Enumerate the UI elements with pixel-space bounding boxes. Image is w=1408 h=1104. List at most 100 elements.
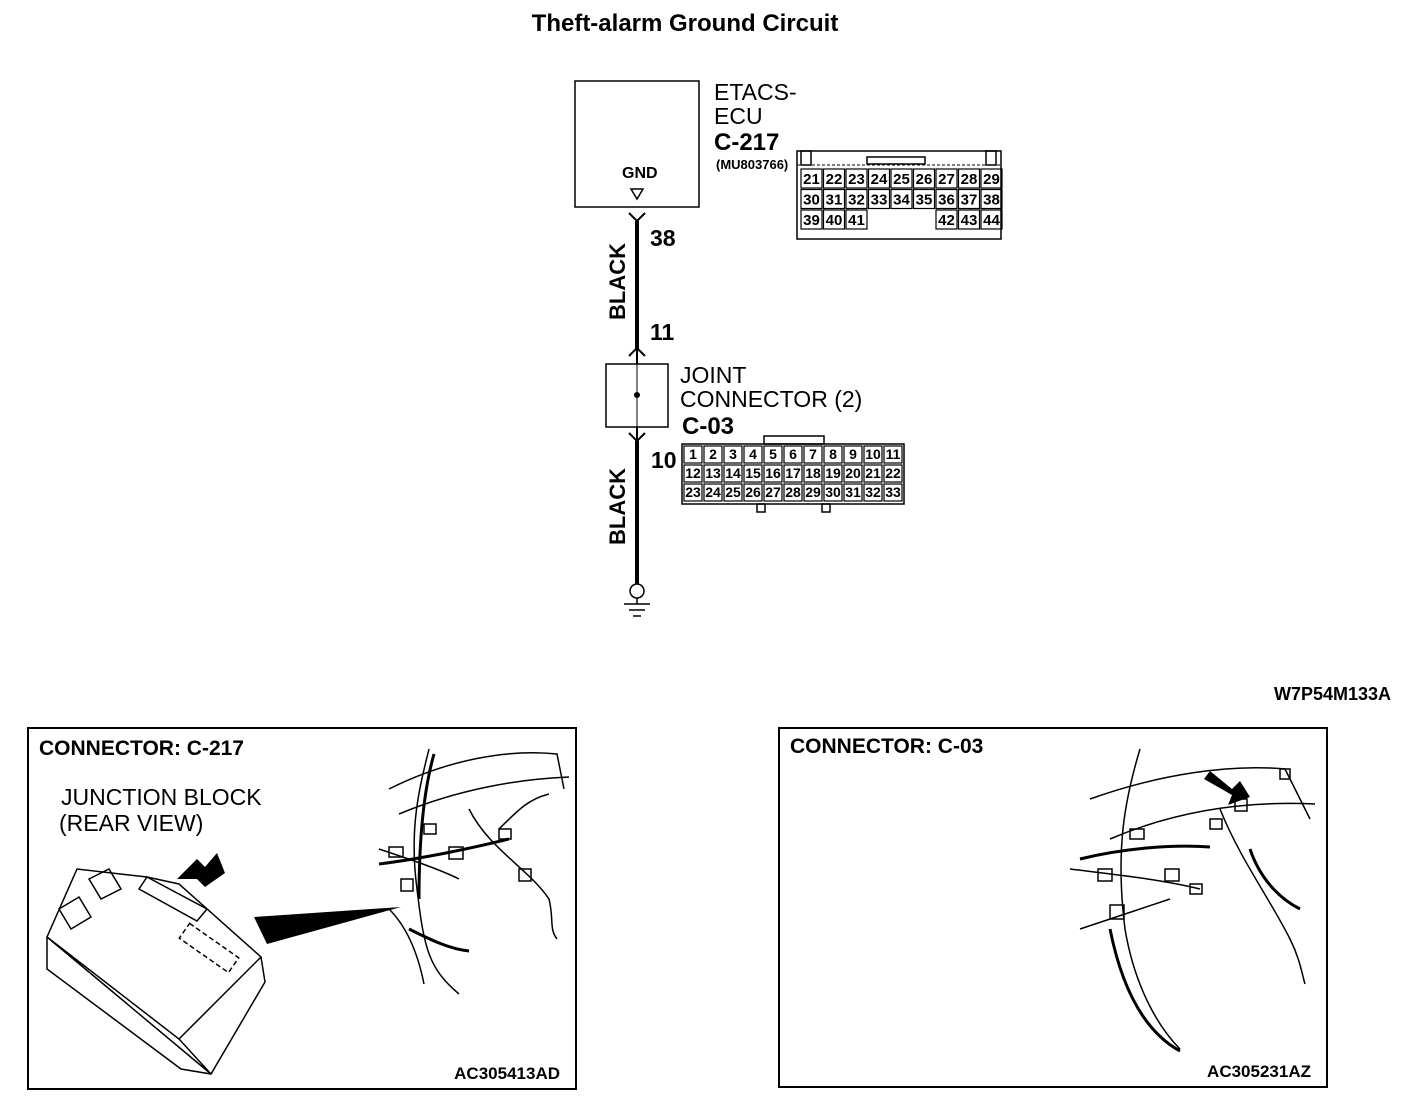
connector-pin-number: 38	[983, 192, 1000, 209]
connector-pin-cell	[703, 464, 723, 483]
dashboard-harness-icon	[1069, 748, 1316, 1050]
connector-pin-number: 37	[961, 192, 978, 209]
connector-pin-cell	[800, 188, 823, 210]
pin-number-11: 11	[650, 319, 675, 345]
connector-pin-number: 11	[886, 446, 901, 462]
connector-pin-number: 39	[803, 212, 820, 229]
junction-block-illustration	[46, 748, 570, 1075]
connector-pin-number: 28	[961, 171, 978, 188]
connector-pin-cell	[683, 445, 703, 464]
ecu-name-line1: ETACS-	[714, 79, 797, 105]
connector-pin-number: 22	[826, 171, 843, 188]
connector-pin-cell	[723, 483, 743, 502]
connector-pin-number: 24	[705, 484, 721, 500]
connector-pin-cell	[683, 483, 703, 502]
connector-pin-number: 21	[803, 171, 820, 188]
connector-pin-cell	[957, 209, 981, 230]
connector-pin-cell	[863, 445, 883, 464]
connector-pin-cell	[822, 209, 846, 230]
connector-pin-cell	[703, 445, 723, 464]
connector-pin-cell	[957, 188, 981, 210]
connector-pin-number: 15	[745, 465, 761, 481]
connector-pin-cell	[883, 445, 903, 464]
connector-pin-number: 9	[849, 446, 857, 462]
connector-pin-cell	[800, 209, 823, 230]
connector-pin-cell	[863, 464, 883, 483]
connector-pin-number: 43	[961, 212, 978, 229]
connector-pin-cell	[912, 168, 936, 189]
connector-pin-cell	[845, 209, 868, 230]
connector-pin-number: 24	[871, 171, 888, 188]
connector-pin-number: 26	[745, 484, 761, 500]
connector-pin-cell	[822, 188, 846, 210]
dashboard-illustration	[1069, 748, 1316, 1053]
connector-pin-number: 30	[803, 192, 820, 209]
connector-pin-cell	[803, 464, 823, 483]
connector-pin-cell	[803, 445, 823, 464]
connector-pin-number: 27	[938, 171, 955, 188]
connector-pin-number: 28	[785, 484, 801, 500]
connector-pin-number: 3	[729, 446, 737, 462]
connector-pin-number: 10	[865, 446, 881, 462]
pin-chevron-icon	[628, 346, 646, 357]
connector-pin-number: 6	[789, 446, 797, 462]
connector-c03-location-panel: CONNECTOR: C-03 AC305231AZ	[778, 727, 1328, 1088]
connector-pin-cell	[883, 464, 903, 483]
connector-pin-cell	[763, 445, 783, 464]
callout-wedge	[254, 907, 401, 944]
connector-pin-number: 41	[848, 212, 865, 229]
connector-pin-number: 26	[916, 171, 933, 188]
connector-pin-cell	[980, 209, 1003, 230]
connector-pin-number: 33	[871, 192, 888, 209]
connector-pin-cell	[703, 483, 723, 502]
connector-pin-cell	[843, 445, 863, 464]
connector-pin-number: 35	[916, 192, 933, 209]
connector-pin-number: 23	[848, 171, 865, 188]
connector-pin-cell	[912, 188, 936, 210]
panel-left-title: CONNECTOR: C-217	[39, 737, 244, 760]
panel-left-caption-line2: (REAR VIEW)	[59, 810, 204, 836]
connector-pin-number: 17	[785, 465, 801, 481]
connector-pin-cell	[867, 168, 891, 189]
connector-pin-cell	[743, 445, 763, 464]
connector-pin-cell	[683, 464, 703, 483]
junction-block-icon	[46, 868, 266, 1075]
figure-code: W7P54M133A	[1274, 684, 1392, 704]
connector-pin-cell	[743, 464, 763, 483]
pin-chevron-icon	[628, 212, 646, 223]
connector-pin-cell	[783, 483, 803, 502]
connector-pin-number: 21	[865, 465, 881, 481]
connector-pin-cell	[935, 188, 958, 210]
connector-pin-number: 19	[825, 465, 841, 481]
connector-pin-cell	[763, 464, 783, 483]
connector-pin-number: 29	[983, 171, 1000, 188]
connector-pin-number: 18	[805, 465, 821, 481]
connector-pin-number: 1	[689, 446, 697, 462]
connector-pin-number: 31	[845, 484, 861, 500]
panel-right-code: AC305231AZ	[1207, 1062, 1311, 1081]
connector-pin-cell	[935, 168, 958, 189]
panel-left-code: AC305413AD	[454, 1064, 560, 1083]
pin-number-10: 10	[651, 447, 677, 473]
connector-pin-number: 23	[685, 484, 701, 500]
arrow-pointer-icon	[1204, 771, 1250, 805]
connector-pin-number: 36	[938, 192, 955, 209]
connector-pin-cell	[883, 483, 903, 502]
connector-pin-number: 22	[885, 465, 901, 481]
connector-pin-number: 25	[725, 484, 741, 500]
connector-pin-cell	[823, 464, 843, 483]
connector-pin-cell	[723, 464, 743, 483]
connector-pin-cell	[845, 168, 868, 189]
connector-pin-cell	[957, 168, 981, 189]
connector-pin-cell	[890, 168, 913, 189]
panel-left-caption-line1: JUNCTION BLOCK	[61, 784, 262, 810]
ecu-connector-id: C-217	[714, 129, 780, 156]
ground-point-icon	[629, 583, 645, 599]
connector-pin-cell	[867, 188, 891, 210]
diagram-title: Theft-alarm Ground Circuit	[531, 10, 839, 37]
connector-pin-cell	[823, 483, 843, 502]
connector-pin-cell	[935, 209, 958, 230]
connector-pin-cell	[803, 483, 823, 502]
ecu-name-line2: ECU	[714, 103, 763, 129]
